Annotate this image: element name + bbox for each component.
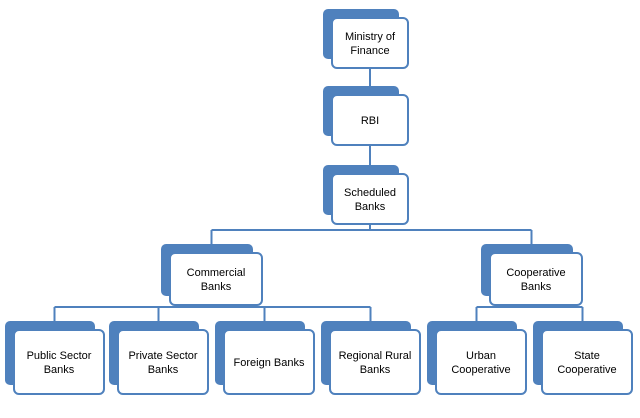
- node-label: Banks: [521, 281, 552, 293]
- node-label: Private Sector: [128, 350, 197, 362]
- node-label: Cooperative: [506, 267, 565, 279]
- node-box: [223, 329, 315, 395]
- node-label: State: [574, 350, 600, 362]
- node-label: Finance: [350, 45, 389, 57]
- node-label: Cooperative: [451, 364, 510, 376]
- node-box: [435, 329, 527, 395]
- node-rbi: RBI: [323, 86, 409, 146]
- node-label: Banks: [44, 364, 75, 376]
- node-box: [331, 173, 409, 225]
- node-label: Urban: [466, 350, 496, 362]
- node-box: [489, 252, 583, 306]
- node-box: [331, 17, 409, 69]
- node-label: Regional Rural: [339, 350, 412, 362]
- node-label: Banks: [148, 364, 179, 376]
- node-mof: Ministry of Finance: [323, 9, 409, 69]
- node-label: Commercial: [187, 267, 246, 279]
- node-box: [331, 94, 409, 146]
- node-box: [13, 329, 105, 395]
- node-foreign: Foreign Banks: [215, 321, 315, 395]
- node-box: [117, 329, 209, 395]
- node-label: Cooperative: [557, 364, 616, 376]
- node-label: Public Sector: [27, 350, 92, 362]
- node-box: [329, 329, 421, 395]
- node-box: [169, 252, 263, 306]
- node-label: Banks: [355, 201, 386, 213]
- diagram-nodes: Ministry ofFinanceRBIScheduledBanksComme…: [5, 9, 633, 395]
- node-label: Foreign Banks: [234, 357, 305, 369]
- node-box: [541, 329, 633, 395]
- node-label: Ministry of: [345, 31, 396, 43]
- node-label: Scheduled: [344, 187, 396, 199]
- node-label: Banks: [360, 364, 391, 376]
- node-label: Banks: [201, 281, 232, 293]
- node-label: RBI: [361, 115, 379, 127]
